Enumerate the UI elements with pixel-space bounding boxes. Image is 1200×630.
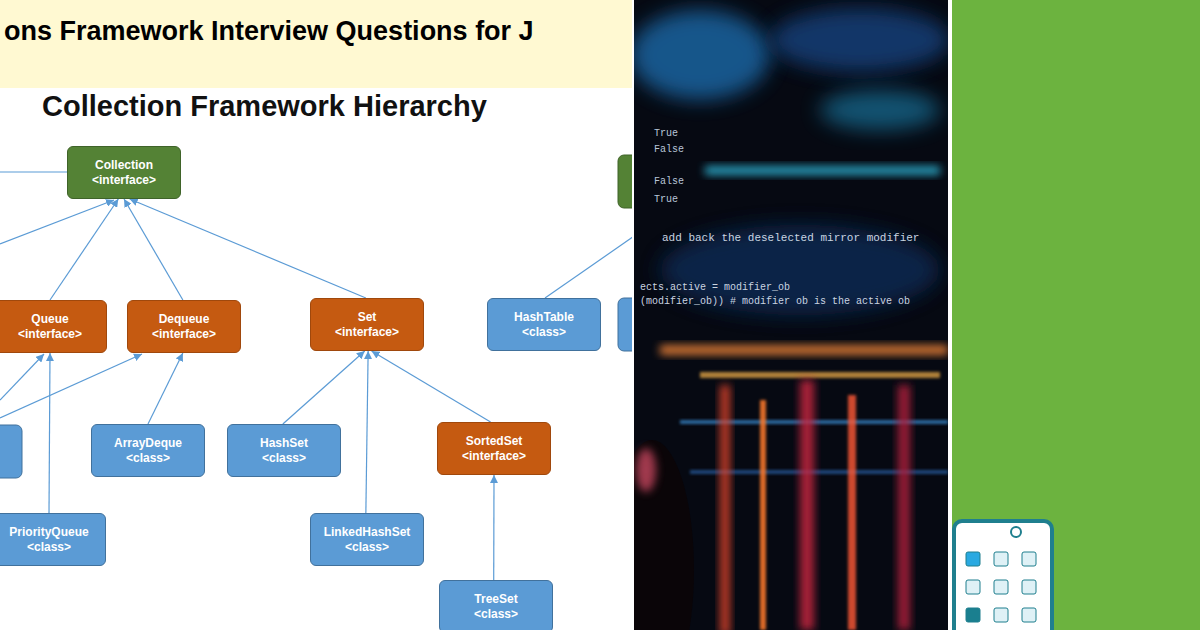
box-name: HashSet [260, 436, 308, 451]
inheritance-arrow [49, 353, 50, 513]
light-blob [770, 8, 948, 72]
box-stereotype: <interface> [92, 173, 156, 188]
offscreen-link [0, 354, 142, 418]
light-streak [700, 372, 940, 378]
light-streak [705, 166, 940, 175]
calendar-day [966, 580, 980, 594]
inheritance-arrow [283, 351, 365, 424]
box-stereotype: <class> [27, 540, 71, 555]
class-box: HashTable<class> [487, 298, 601, 351]
interface-box: Set<interface> [310, 298, 424, 351]
inheritance-arrow [130, 199, 366, 298]
box-stereotype: <interface> [462, 449, 526, 464]
interface-box: SortedSet<interface> [437, 422, 551, 475]
code-text: True [654, 194, 678, 205]
box-stereotype: <class> [474, 607, 518, 622]
class-box: HashSet<class> [227, 424, 341, 477]
code-text: False [654, 176, 684, 187]
code-text: add back the deselected mirror modifier [662, 232, 919, 244]
diagram-panel [0, 0, 632, 630]
calendar-day [994, 580, 1008, 594]
inheritance-arrow [372, 351, 491, 422]
diagram-title: Collection Framework Hierarchy [42, 90, 487, 123]
code-photo [634, 0, 948, 630]
box-name: Collection [95, 158, 153, 173]
light-streak [720, 385, 730, 630]
inheritance-arrow [124, 199, 183, 300]
cut-box [618, 155, 632, 208]
calendar-day [994, 608, 1008, 622]
box-name: Queue [31, 312, 68, 327]
calendar-day [966, 552, 980, 566]
box-name: ArrayDeque [114, 436, 182, 451]
box-name: PriorityQueue [9, 525, 88, 540]
calendar-day [1022, 608, 1036, 622]
offscreen-link [0, 171, 67, 172]
class-box: TreeSet<class> [439, 580, 553, 630]
calendar-day [994, 552, 1008, 566]
box-stereotype: <class> [126, 451, 170, 466]
light-streak [760, 400, 766, 630]
box-name: Set [358, 310, 377, 325]
title-banner [0, 0, 632, 88]
offscreen-link [0, 354, 44, 400]
interface-box: Dequeue<interface> [127, 300, 241, 353]
box-stereotype: <class> [262, 451, 306, 466]
box-name: HashTable [514, 310, 574, 325]
calendar-card [954, 521, 1052, 630]
light-blob [820, 90, 940, 130]
class-box: ArrayDeque<class> [91, 424, 205, 477]
interface-box: Collection<interface> [67, 146, 181, 199]
light-streak [660, 345, 948, 355]
light-blob [636, 448, 656, 492]
calendar-day [1022, 580, 1036, 594]
inheritance-arrow [50, 199, 118, 300]
box-name: TreeSet [474, 592, 517, 607]
calendar-icon [954, 521, 1052, 630]
calendar-ring [1011, 527, 1021, 537]
calendar-day [1022, 552, 1036, 566]
box-stereotype: <class> [522, 325, 566, 340]
offscreen-link [545, 232, 632, 298]
cut-box [0, 425, 22, 478]
box-stereotype: <interface> [18, 327, 82, 342]
box-name: Dequeue [159, 312, 210, 327]
cut-box [618, 298, 632, 351]
light-streak [898, 385, 910, 630]
light-streak [800, 380, 814, 630]
inheritance-arrow [493, 475, 494, 580]
inheritance-arrow [366, 351, 368, 513]
box-name: LinkedHashSet [324, 525, 411, 540]
light-blob [634, 10, 770, 100]
banner-title: ons Framework Interview Questions for J [4, 16, 534, 47]
code-text: ects.active = modifier_ob [640, 282, 790, 293]
code-text: False [654, 144, 684, 155]
code-text: (modifier_ob)) # modifier ob is the acti… [640, 296, 910, 307]
light-streak [848, 395, 856, 630]
person-silhouette [634, 440, 694, 630]
box-stereotype: <interface> [152, 327, 216, 342]
offscreen-link [0, 200, 114, 244]
inheritance-arrow [148, 353, 183, 424]
box-stereotype: <interface> [335, 325, 399, 340]
class-box: PriorityQueue<class> [0, 513, 106, 566]
box-stereotype: <class> [345, 540, 389, 555]
interface-box: Queue<interface> [0, 300, 107, 353]
calendar-day [966, 608, 980, 622]
code-text: True [654, 128, 678, 139]
class-box: LinkedHashSet<class> [310, 513, 424, 566]
box-name: SortedSet [466, 434, 523, 449]
